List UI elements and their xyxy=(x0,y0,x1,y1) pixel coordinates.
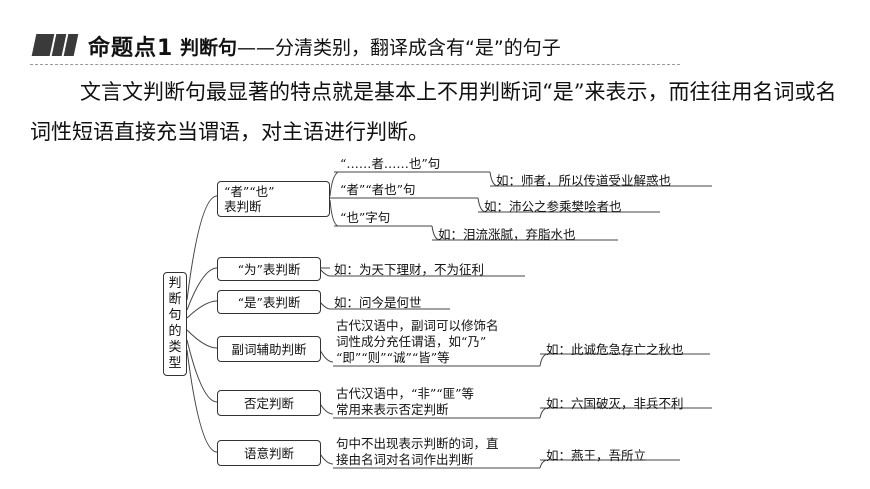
sub-label: “……者……也”句 xyxy=(340,156,441,171)
branch-label: 否定判断 xyxy=(243,395,294,411)
example-text: 如：此诚危急存亡之秋也 xyxy=(546,342,684,357)
example-text: 如：燕王，吾所立 xyxy=(546,448,647,463)
example-text: 如：沛公之参乘樊哙者也 xyxy=(484,199,622,214)
note-text: “即”“则”“诚”“皆”等 xyxy=(336,350,450,365)
branch-label: “者”“也” xyxy=(224,184,275,199)
example-text: 如：六国破灭，非兵不利 xyxy=(546,396,684,411)
branch-adverb: 副词辅助判断 xyxy=(217,336,321,362)
root-char: 的 xyxy=(168,324,182,339)
root-char: 断 xyxy=(168,292,182,307)
branch-label: 语意判断 xyxy=(243,445,294,461)
sub-label: “也”字句 xyxy=(340,210,391,225)
branch-semantic: 语意判断 xyxy=(217,440,321,466)
root-char: 型 xyxy=(168,356,182,371)
section-header: 命题点1 判断句——分清类别，翻译成含有“是”的句子 xyxy=(30,24,730,64)
root-char: 判 xyxy=(168,276,182,291)
branch-label: 表判断 xyxy=(224,199,262,214)
mindmap-root: 判 断 句 的 类 型 xyxy=(163,272,187,376)
sub-label: “者”“者也”句 xyxy=(340,182,416,197)
note-text: 接由名词对名词作出判断 xyxy=(336,452,474,467)
section-title: 判断句——分清类别，翻译成含有“是”的句子 xyxy=(180,37,561,59)
example-text: 如：问今是何世 xyxy=(334,295,422,310)
note-text: 古代汉语中，“非”“匪”等 xyxy=(336,386,475,401)
root-char: 句 xyxy=(168,308,182,323)
example-text: 如：师者，所以传道受业解惑也 xyxy=(496,173,672,188)
branch-label: “为”表判断 xyxy=(237,261,301,277)
note-text: 句中不出现表示判断的词，直 xyxy=(336,436,499,451)
branch-negation: 否定判断 xyxy=(217,390,321,416)
branch-wei: “为”表判断 xyxy=(217,257,321,281)
note-text: 古代汉语中，副词可以修饰名 xyxy=(336,318,499,333)
branch-label: “是”表判断 xyxy=(237,294,301,310)
branch-label: 副词辅助判断 xyxy=(231,341,307,357)
section-label: 命题点1 xyxy=(88,36,174,61)
branch-zhe-ye: “者”“也” 表判断 xyxy=(217,181,330,217)
example-text: 如：泪流涨腻，弃脂水也 xyxy=(438,227,576,242)
root-char: 类 xyxy=(168,340,182,355)
note-text: 常用来表示否定判断 xyxy=(336,402,449,417)
note-text: 词性成分充任谓语，如“乃” xyxy=(336,334,487,349)
branch-shi: “是”表判断 xyxy=(217,290,321,314)
header-divider xyxy=(30,64,680,65)
example-text: 如：为天下理财，不为征利 xyxy=(334,262,485,277)
intro-paragraph: 文言文判断句最显著的特点就是基本上不用判断词“是”来表示，而往往用名词或名词性短… xyxy=(30,80,837,144)
